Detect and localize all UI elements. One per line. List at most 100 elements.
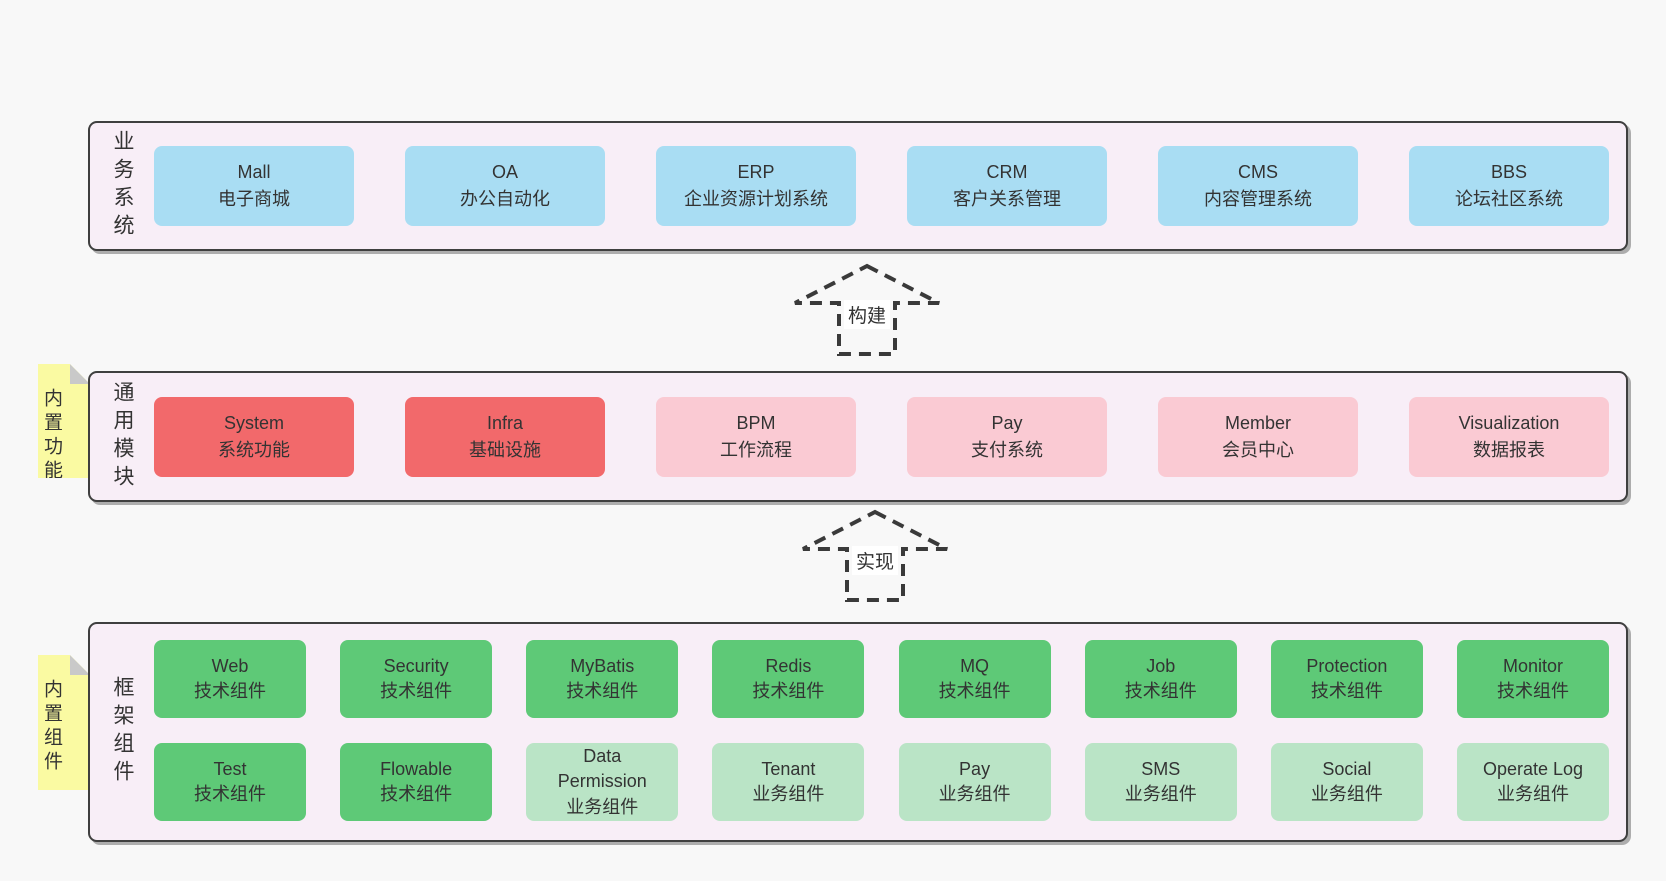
- card-title: Visualization: [1458, 412, 1560, 433]
- card-title: Test: [213, 758, 247, 779]
- card-title: Security: [383, 655, 449, 676]
- card-subtitle: 业务组件: [1310, 784, 1383, 804]
- module-cards-row: System 系统功能 Infra 基础设施 BPM 工作流程 Pay 支付系统…: [154, 373, 1626, 500]
- card-subtitle: 会员中心: [1222, 439, 1294, 460]
- card-subtitle: 工作流程: [720, 439, 792, 460]
- card-bpm: BPM 工作流程: [656, 396, 856, 477]
- implement-arrow-label: 实现: [851, 546, 899, 575]
- sticky-note-built-in-features: 内置功能: [38, 364, 90, 478]
- card-subtitle: 业务组件: [1496, 784, 1569, 804]
- component-cards-row-1: Web 技术组件 Security 技术组件 MyBatis 技术组件 Redi…: [154, 640, 1609, 718]
- card-title: Data Permission: [557, 746, 647, 792]
- card-erp: ERP 企业资源计划系统: [656, 146, 856, 226]
- card-operate-log: Operate Log 业务组件: [1456, 743, 1609, 821]
- card-security: Security 技术组件: [340, 640, 493, 718]
- card-flowable: Flowable 技术组件: [340, 743, 493, 821]
- card-protection: Protection 技术组件: [1270, 640, 1423, 718]
- card-subtitle: 技术组件: [194, 681, 266, 701]
- band-label-framework-components: 框架组件: [111, 676, 134, 788]
- card-title: Social: [1322, 758, 1372, 779]
- card-job: Job 技术组件: [1084, 640, 1237, 718]
- band-business-systems: 业务系统 Mall 电子商城 OA 办公自动化 ERP 企业资源计划系统 CRM…: [88, 121, 1628, 251]
- card-mybatis: MyBatis 技术组件: [526, 640, 679, 718]
- card-subtitle: 办公自动化: [460, 189, 550, 209]
- card-monitor: Monitor 技术组件: [1456, 640, 1609, 718]
- card-title: BPM: [736, 412, 776, 433]
- card-title: ERP: [737, 162, 775, 182]
- card-subtitle: 技术组件: [938, 681, 1011, 701]
- card-data-permission: Data Permission 业务组件: [526, 743, 679, 821]
- card-visualization: Visualization 数据报表: [1409, 396, 1609, 477]
- card-test: Test 技术组件: [154, 743, 306, 821]
- card-title: MyBatis: [570, 655, 635, 676]
- card-subtitle: 客户关系管理: [953, 189, 1061, 209]
- card-tenant: Tenant 业务组件: [712, 743, 865, 821]
- card-title: Mall: [237, 162, 271, 182]
- up-arrow-icon: [802, 509, 948, 602]
- card-subtitle: 基础设施: [469, 439, 541, 460]
- card-infra: Infra 基础设施: [405, 396, 605, 477]
- card-title: Pay: [991, 412, 1023, 433]
- card-subtitle: 数据报表: [1473, 439, 1545, 460]
- card-subtitle: 内容管理系统: [1204, 189, 1312, 209]
- band-label-common-modules: 通用模块: [111, 380, 134, 493]
- card-subtitle: 支付系统: [971, 439, 1043, 460]
- card-title: Web: [211, 655, 249, 676]
- card-title: MQ: [960, 655, 990, 676]
- card-sms: SMS 业务组件: [1084, 743, 1237, 821]
- card-title: Flowable: [380, 758, 453, 779]
- card-subtitle: 技术组件: [566, 681, 639, 701]
- card-cms: CMS 内容管理系统: [1158, 146, 1358, 226]
- card-subtitle: 业务组件: [566, 796, 639, 817]
- card-pay-component: Pay 业务组件: [898, 743, 1051, 821]
- card-subtitle: 技术组件: [1310, 681, 1383, 701]
- card-title: OA: [491, 162, 518, 182]
- card-subtitle: 技术组件: [1124, 681, 1197, 701]
- build-arrow-label: 构建: [843, 300, 891, 329]
- sticky-note-built-in-components: 内置组件: [38, 655, 90, 790]
- card-redis: Redis 技术组件: [712, 640, 865, 718]
- card-title: SMS: [1141, 758, 1181, 779]
- card-title: Protection: [1306, 655, 1388, 676]
- card-subtitle: 业务组件: [752, 784, 825, 804]
- business-cards-row: Mall 电子商城 OA 办公自动化 ERP 企业资源计划系统 CRM 客户关系…: [154, 123, 1626, 249]
- folded-corner-icon: [70, 364, 90, 384]
- card-subtitle: 系统功能: [218, 439, 290, 460]
- card-bbs: BBS 论坛社区系统: [1409, 146, 1609, 226]
- card-title: Member: [1224, 412, 1291, 433]
- build-arrow: 构建: [792, 262, 942, 357]
- up-arrow-icon: [794, 263, 940, 356]
- component-cards-grid: Web 技术组件 Security 技术组件 MyBatis 技术组件 Redi…: [154, 624, 1626, 840]
- card-web: Web 技术组件: [154, 640, 306, 718]
- card-member: Member 会员中心: [1158, 396, 1358, 477]
- card-subtitle: 业务组件: [938, 784, 1011, 804]
- card-mq: MQ 技术组件: [898, 640, 1051, 718]
- card-subtitle: 论坛社区系统: [1455, 189, 1563, 209]
- card-title: Tenant: [761, 758, 816, 779]
- card-title: Monitor: [1502, 655, 1563, 676]
- component-cards-row-2: Test 技术组件 Flowable 技术组件 Data Permission …: [154, 743, 1609, 821]
- card-subtitle: 技术组件: [380, 681, 453, 701]
- card-title: BBS: [1490, 162, 1528, 182]
- card-title: CMS: [1238, 162, 1278, 182]
- sticky-note-label: 内置功能: [41, 388, 62, 484]
- card-title: System: [223, 412, 284, 433]
- card-crm: CRM 客户关系管理: [907, 146, 1107, 226]
- card-subtitle: 业务组件: [1124, 784, 1197, 804]
- band-framework-components: 框架组件 Web 技术组件 Security 技术组件 MyBatis 技术组件…: [88, 622, 1628, 842]
- card-subtitle: 技术组件: [194, 784, 266, 804]
- card-title: Redis: [765, 655, 812, 676]
- card-title: Job: [1146, 655, 1176, 676]
- card-subtitle: 技术组件: [752, 681, 825, 701]
- card-oa: OA 办公自动化: [405, 146, 605, 226]
- implement-arrow: 实现: [800, 508, 950, 603]
- card-title: Pay: [959, 758, 991, 779]
- card-social: Social 业务组件: [1270, 743, 1423, 821]
- card-subtitle: 技术组件: [380, 784, 453, 804]
- card-mall: Mall 电子商城: [154, 146, 354, 226]
- card-subtitle: 技术组件: [1496, 681, 1569, 701]
- card-title: Operate Log: [1482, 758, 1584, 779]
- card-title: Infra: [486, 412, 524, 433]
- sticky-note-label: 内置组件: [41, 679, 62, 775]
